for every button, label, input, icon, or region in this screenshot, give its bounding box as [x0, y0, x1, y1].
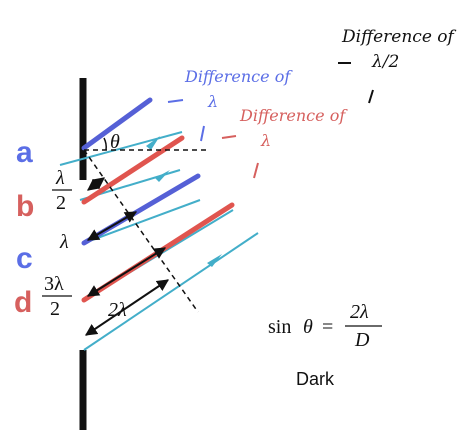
formula-numerator: 2λ — [350, 301, 369, 323]
annotation-blue-line2: λ — [207, 92, 218, 111]
formula-denominator: D — [354, 329, 370, 351]
annotation-red-line1: Difference of — [239, 106, 348, 125]
ray-a-arrowhead — [146, 136, 160, 150]
spacing-b-numerator: λ — [55, 167, 65, 189]
annotation-blue-line1: Difference of — [184, 67, 293, 86]
formula-theta: θ — [303, 316, 313, 338]
ray-bottom-arrowhead — [207, 254, 222, 267]
annotation-top-line1: Difference of — [341, 27, 457, 47]
row-label-b: b — [16, 190, 34, 223]
annotation-top-line2: λ/2 — [371, 52, 399, 72]
spacing-d-numerator: 3λ — [44, 273, 64, 295]
spacing-arrow-c — [86, 211, 138, 241]
ray-b-red — [81, 135, 185, 205]
ray-b-arrowhead — [155, 170, 170, 182]
wavefront-dashed-line — [83, 149, 199, 313]
row-label-a: a — [16, 136, 33, 169]
annotation-top-tick — [368, 89, 374, 104]
annotation-red-dash — [221, 135, 237, 139]
ray-a-blue — [81, 97, 153, 151]
spacing-c-label: λ — [59, 231, 69, 253]
angle-arc — [103, 137, 107, 151]
annotation-red-tick — [253, 162, 259, 179]
path-difference-arrow — [85, 279, 169, 336]
annotation-blue-dash — [167, 99, 184, 103]
row-label-c: c — [16, 242, 33, 275]
formula-equals: = — [322, 316, 333, 338]
row-label-d: d — [14, 286, 32, 319]
spacing-b-denominator: 2 — [56, 192, 66, 214]
path-difference-label: 2λ — [108, 299, 127, 321]
annotation-blue-tick — [200, 125, 205, 142]
formula-sin: sin — [268, 316, 291, 338]
spacing-d-denominator: 2 — [50, 298, 60, 320]
result-label-dark: Dark — [296, 369, 335, 389]
spacing-arrow-b — [87, 177, 105, 191]
angle-theta-label: θ — [110, 131, 120, 153]
ray-a-teal — [59, 131, 183, 166]
ray-bottom-teal — [83, 232, 259, 351]
annotation-red-line2: λ — [260, 131, 271, 150]
